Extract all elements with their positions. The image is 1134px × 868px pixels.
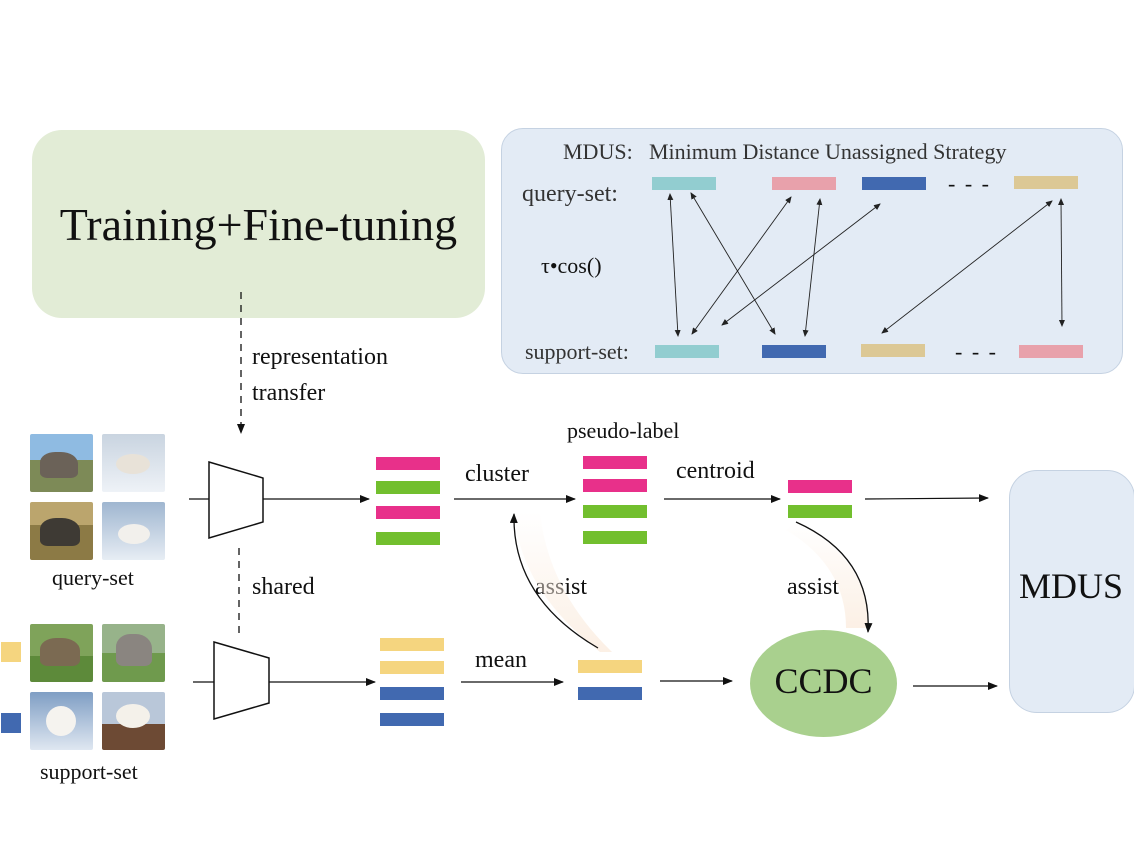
- support-image-elephant: [102, 624, 165, 682]
- assist-glow-right: [786, 522, 869, 628]
- centroid-label: centroid: [676, 458, 755, 484]
- assist-curve-right: [795, 521, 873, 633]
- query-embedding-bar: [376, 481, 440, 494]
- support-embedding-bar: [380, 638, 444, 651]
- support-feature-bar: [762, 345, 826, 358]
- query-feature-bar: [862, 177, 926, 190]
- query-image-elephant: [30, 502, 93, 560]
- training-box: [32, 130, 485, 318]
- shared-label: shared: [252, 574, 315, 600]
- pseudo-label-bar: [583, 531, 647, 544]
- support-encoder: [213, 641, 270, 720]
- to-mdus-arrow-top: [864, 494, 989, 503]
- mdus-formula: τ•cos(): [541, 253, 602, 278]
- query-set-label: query-set: [52, 565, 134, 590]
- centroid-bar: [788, 505, 852, 518]
- query-image-elephant: [30, 434, 93, 492]
- centroid-bar: [788, 480, 852, 493]
- pseudo-label-label: pseudo-label: [567, 418, 680, 443]
- pseudo-label-bar: [583, 479, 647, 492]
- transfer-label: transfer: [252, 380, 326, 406]
- support-set-label: support-set: [40, 759, 138, 784]
- training-title: Training+Fine-tuning: [59, 199, 458, 250]
- ccdc-label: CCDC: [774, 661, 873, 701]
- assist-label-right: assist: [787, 574, 840, 600]
- mdus-support-ellipsis: - - -: [955, 339, 998, 364]
- class-swatch-yellow: [1, 642, 21, 662]
- query-feature-bar: [652, 177, 716, 190]
- cluster-label: cluster: [465, 461, 529, 487]
- mdus-support-label: support-set:: [525, 339, 629, 364]
- mdus-header-full: Minimum Distance Unassigned Strategy: [649, 139, 1007, 164]
- query-feature-bar: [772, 177, 836, 190]
- mdus-header-abbr: MDUS:: [563, 139, 633, 164]
- support-feature-bar: [1019, 345, 1083, 358]
- support-feature-bar: [655, 345, 719, 358]
- mean-label: mean: [475, 647, 527, 673]
- mean-bar: [578, 687, 642, 700]
- pseudo-label-bar: [583, 505, 647, 518]
- mean-bar: [578, 660, 642, 673]
- support-embedding-bar: [380, 687, 444, 700]
- assist-curve-left: [509, 513, 599, 649]
- pseudo-label-bar: [583, 456, 647, 469]
- query-image-fox: [102, 434, 165, 492]
- query-embedding-bar: [376, 506, 440, 519]
- mdus-query-ellipsis: - - -: [948, 171, 991, 196]
- query-image-fox: [102, 502, 165, 560]
- class-swatch-blue: [1, 713, 21, 733]
- support-embedding-bar: [380, 713, 444, 726]
- query-embedding-bar: [376, 532, 440, 545]
- query-embedding-bar: [376, 457, 440, 470]
- mdus-query-label: query-set:: [522, 181, 618, 207]
- ccdc-module: [750, 630, 897, 737]
- assist-glow-left: [514, 512, 612, 652]
- mdus-matching-arrows: [667, 192, 1065, 337]
- query-feature-bar: [1014, 176, 1078, 189]
- support-image-elephant: [30, 624, 93, 682]
- representation-label: representation: [252, 344, 388, 370]
- support-embedding-bar: [380, 661, 444, 674]
- mdus-module-label: MDUS: [1018, 566, 1124, 606]
- mdus-module: [1009, 470, 1134, 713]
- query-encoder: [208, 460, 264, 540]
- support-image-fox: [30, 692, 93, 750]
- support-image-fox: [102, 692, 165, 750]
- support-feature-bar: [861, 344, 925, 357]
